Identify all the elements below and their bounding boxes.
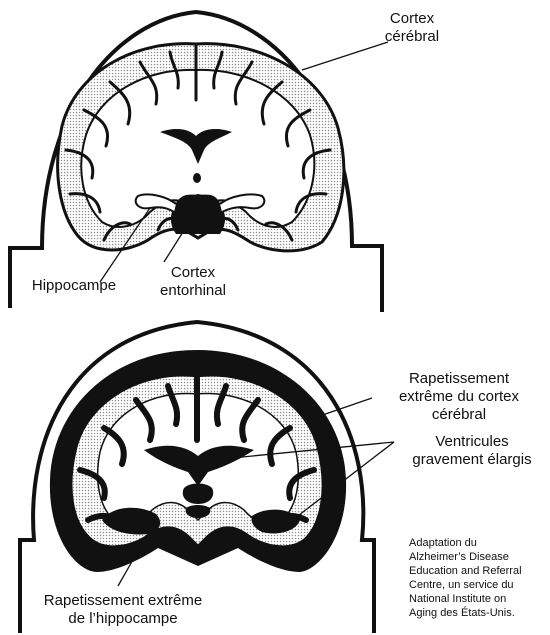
label-cortex-entorhinal: Cortex entorhinal [160,264,226,299]
leader-lines-top [99,41,389,283]
label-rapetissement-hippocampe: Rapetissement extrême de l’hippocampe [43,592,203,627]
healthy-hippocampus-left [134,193,177,213]
healthy-hippocampus-right [219,193,266,213]
alzheimer-temporal-horn-right [251,509,300,534]
healthy-brainstem [170,194,226,234]
label-ventricules: Ventricules gravement élargis [412,433,532,468]
alzheimer-temporal-horn-left [102,507,161,535]
alzheimer-brain [18,319,376,633]
healthy-brain [8,9,384,312]
source-credit: Adaptation du Alzheimer’s Disease Educat… [409,537,522,619]
healthy-sulci [64,44,332,242]
alzheimer-fourth-ventricle [185,505,211,518]
alzheimer-ventricles [144,445,254,486]
head-outline-bottom [18,319,376,633]
label-cortex-cerebral: Cortex cérébral [384,10,440,45]
healthy-ventricles [160,129,232,164]
alzheimer-sulci [77,375,317,527]
label-hippocampe: Hippocampe [31,277,117,294]
healthy-third-ventricle [193,173,201,183]
leader-lines-bottom [117,397,395,587]
label-rapetissement-cortex: Rapetissement extrême du cortex cérébral [398,370,520,423]
alzheimer-third-ventricle [182,483,214,504]
